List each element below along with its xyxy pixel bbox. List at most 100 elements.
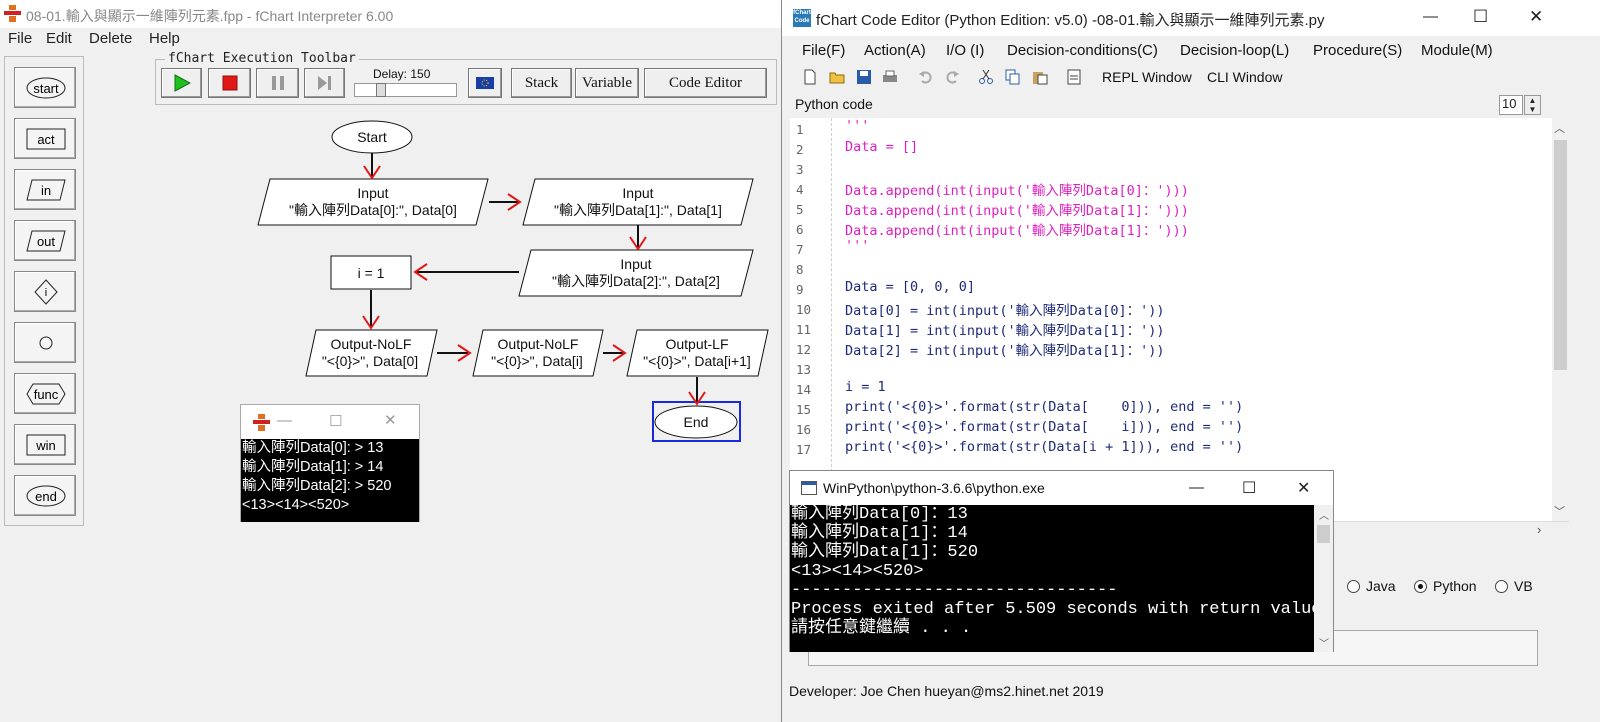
palette-act-button[interactable]: act xyxy=(14,118,76,159)
menu-delete[interactable]: Delete xyxy=(89,30,133,47)
python-console-window[interactable]: WinPython\python-3.6.6\python.exe — ☐ ✕ … xyxy=(789,470,1334,652)
new-file-icon[interactable] xyxy=(802,69,818,85)
delay-slider[interactable] xyxy=(354,83,457,97)
scroll-down-icon[interactable]: ﹀ xyxy=(1319,639,1329,650)
python-console-scrollbar[interactable]: ︿ ﹀ xyxy=(1314,505,1333,652)
menu-procedure[interactable]: Procedure(S) xyxy=(1313,42,1403,59)
font-size-stepper[interactable]: ▲▼ xyxy=(1524,95,1541,115)
palette-start-button[interactable]: start xyxy=(14,67,76,108)
step-button[interactable] xyxy=(304,68,345,98)
undo-icon[interactable] xyxy=(918,69,934,85)
cut-icon[interactable] xyxy=(978,69,994,85)
flowchart-canvas[interactable]: Start Input "輸入陣列Data[0]:", Data[0] Inpu… xyxy=(218,112,778,452)
input1-node[interactable] xyxy=(522,178,754,226)
stop-button[interactable] xyxy=(208,68,251,98)
redo-icon[interactable] xyxy=(944,69,960,85)
palette-end-button[interactable]: end xyxy=(14,475,76,516)
code-editor-area[interactable]: 1 2 3 4 5 6 7 8 9 10 11 12 13 14 15 16 1… xyxy=(790,118,1552,522)
palette-out-button[interactable]: out xyxy=(14,220,76,261)
language-java-radio[interactable]: Java xyxy=(1347,578,1396,594)
palette-connector-button[interactable] xyxy=(14,322,76,363)
close-icon[interactable]: ✕ xyxy=(1529,7,1544,26)
console-line: -------------------------------- xyxy=(791,581,1118,600)
menu-file[interactable]: File xyxy=(8,30,33,47)
code-line: Data[2] = int(input('輸入陣列Data[1]：')) xyxy=(845,343,1165,359)
palette-win-button[interactable]: win xyxy=(14,424,76,465)
input2-node[interactable] xyxy=(518,249,754,297)
font-size-input[interactable]: 10 xyxy=(1499,95,1523,115)
play-icon xyxy=(174,74,191,92)
line-number: 17 xyxy=(796,442,812,457)
palette-decision-button[interactable]: i xyxy=(14,271,76,312)
maximize-icon[interactable]: ☐ xyxy=(1242,480,1257,497)
output0-node[interactable] xyxy=(305,329,438,377)
close-icon[interactable]: ✕ xyxy=(1297,480,1311,497)
menu-decision-conditions[interactable]: Decision-conditions(C) xyxy=(1007,42,1158,59)
input1-title: Input xyxy=(622,185,653,201)
menu-decision-loop[interactable]: Decision-loop(L) xyxy=(1180,42,1290,59)
input0-node[interactable] xyxy=(257,178,489,226)
save-icon[interactable] xyxy=(856,69,872,85)
close-icon[interactable]: ✕ xyxy=(384,412,397,429)
palette-in-button[interactable]: in xyxy=(14,169,76,210)
code-scroll-thumb[interactable] xyxy=(1554,140,1567,370)
scroll-right-icon[interactable]: › xyxy=(1537,522,1542,537)
python-console-titlebar: WinPython\python-3.6.6\python.exe — ☐ ✕ xyxy=(790,471,1333,505)
fchart-code-logo: fChart Code xyxy=(793,9,811,27)
minimize-icon[interactable]: — xyxy=(277,412,292,429)
menu-module[interactable]: Module(M) xyxy=(1421,42,1493,59)
output1-node[interactable] xyxy=(472,329,604,377)
maximize-icon[interactable]: ☐ xyxy=(329,413,343,430)
assign-node[interactable] xyxy=(330,255,412,290)
menu-file[interactable]: File(F) xyxy=(802,42,846,59)
menu-action[interactable]: Action(A) xyxy=(864,42,926,59)
editor-window-title: fChart Code Editor (Python Edition: v5.0… xyxy=(816,12,1325,29)
language-python-radio[interactable]: Python xyxy=(1414,578,1477,594)
run-button[interactable] xyxy=(161,68,202,98)
end-label: End xyxy=(684,414,709,430)
console-scroll-thumb[interactable] xyxy=(1317,525,1330,543)
repl-window-button[interactable]: REPL Window xyxy=(1102,69,1192,85)
radio-icon[interactable] xyxy=(1495,580,1508,593)
delay-slider-thumb[interactable] xyxy=(376,83,386,97)
line-number: 7 xyxy=(796,242,804,257)
maximize-icon[interactable]: ☐ xyxy=(1473,7,1489,26)
minimize-icon[interactable]: — xyxy=(1423,8,1438,25)
palette-func-button[interactable]: func xyxy=(14,373,76,414)
console-line: 輸入陣列Data[1]：520 xyxy=(791,543,979,562)
menu-io[interactable]: I/O (I) xyxy=(946,42,985,59)
window-mode-button[interactable] xyxy=(468,68,502,98)
radio-selected-icon[interactable] xyxy=(1414,580,1427,593)
scroll-down-icon[interactable]: ﹀ xyxy=(1554,506,1565,518)
stack-button[interactable]: Stack xyxy=(511,68,572,98)
end-node[interactable] xyxy=(654,405,738,439)
scroll-up-icon[interactable]: ︿ xyxy=(1554,123,1565,135)
line-number-gutter: 1 2 3 4 5 6 7 8 9 10 11 12 13 14 15 16 1… xyxy=(790,118,832,522)
code-editor-button[interactable]: Code Editor xyxy=(644,68,767,98)
scroll-up-icon[interactable]: ︿ xyxy=(1319,511,1329,522)
interpreter-titlebar: 08-01.輸入與顯示一維陣列元素.fpp - fChart Interpret… xyxy=(0,0,800,28)
paste-icon[interactable] xyxy=(1032,69,1048,85)
code-line: Data[0] = int(input('輸入陣列Data[0]：')) xyxy=(845,303,1165,319)
variable-button[interactable]: Variable xyxy=(575,68,639,98)
copy-icon[interactable] xyxy=(1005,69,1021,85)
minimize-icon[interactable]: — xyxy=(1189,479,1204,496)
language-vb-radio[interactable]: VB xyxy=(1495,578,1533,594)
menu-edit[interactable]: Edit xyxy=(46,30,72,47)
open-folder-icon[interactable] xyxy=(829,69,845,85)
output2-node[interactable] xyxy=(626,329,769,377)
menu-help[interactable]: Help xyxy=(149,30,180,47)
code-line: print('<{0}>'.format(str(Data[ 0])), end… xyxy=(845,399,1244,415)
editor-titlebar: fChart Code fChart Code Editor (Python E… xyxy=(782,0,1600,36)
connector-circle-icon xyxy=(39,336,53,350)
radio-icon[interactable] xyxy=(1347,580,1360,593)
developer-status: Developer: Joe Chen hueyan@ms2.hinet.net… xyxy=(789,683,1104,699)
print-icon[interactable] xyxy=(882,69,898,85)
pause-button[interactable] xyxy=(256,68,299,98)
document-icon[interactable] xyxy=(1066,69,1082,85)
cli-window-button[interactable]: CLI Window xyxy=(1207,69,1283,85)
delay-label: Delay: 150 xyxy=(373,67,431,81)
